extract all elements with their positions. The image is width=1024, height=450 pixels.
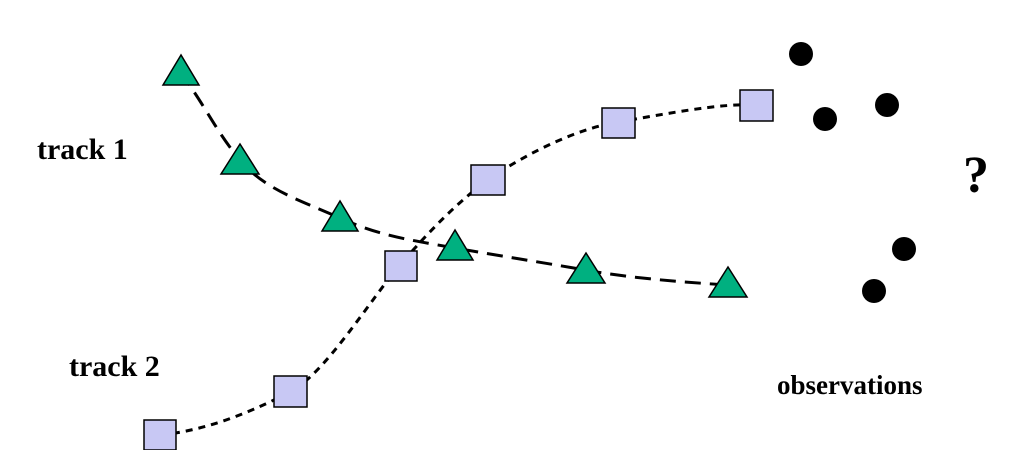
track-1-markers <box>161 53 749 298</box>
dot-icon <box>813 107 837 131</box>
square-icon <box>601 107 636 139</box>
triangle-icon <box>565 251 607 284</box>
dot-icon <box>789 42 813 66</box>
triangle-icon <box>161 53 201 86</box>
square-icon <box>143 419 177 450</box>
square-icon <box>384 250 418 282</box>
triangle-icon <box>219 142 261 175</box>
dot-icon <box>862 279 886 303</box>
track-1-label: track 1 <box>37 133 128 166</box>
square-icon <box>470 164 506 196</box>
dot-icon <box>892 237 916 261</box>
observation-dots <box>789 42 916 303</box>
square-icon <box>273 375 308 408</box>
triangle-icon <box>320 199 360 232</box>
track-2-path <box>159 103 756 437</box>
question-mark: ? <box>963 147 989 204</box>
track-2-markers <box>143 89 774 450</box>
square-icon <box>739 89 774 122</box>
triangle-icon <box>435 228 475 261</box>
observations-label: observations <box>777 370 923 400</box>
dot-icon <box>875 93 899 117</box>
triangle-icon <box>707 265 749 298</box>
track-2-label: track 2 <box>69 350 160 383</box>
